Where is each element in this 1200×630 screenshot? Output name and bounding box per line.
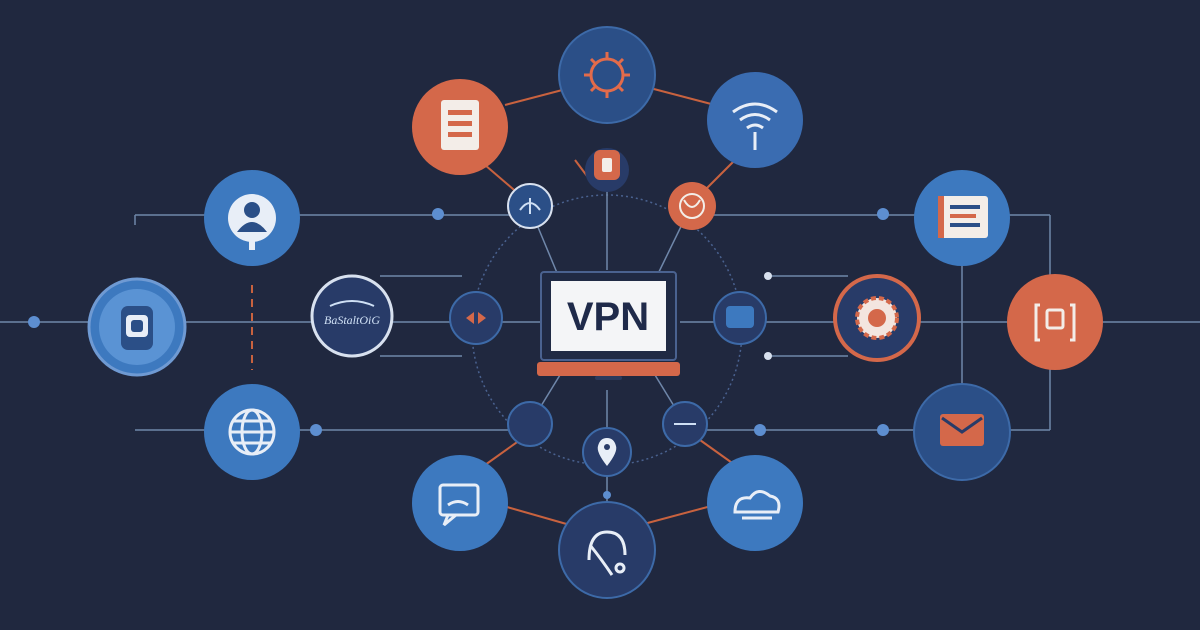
headset-icon [587, 530, 627, 576]
report-icon [938, 196, 988, 238]
scan-icon [1034, 303, 1076, 342]
laptop-screen [551, 281, 666, 351]
lower-right-inner-node[interactable] [662, 401, 708, 447]
logo-badge: BaStaltOiG [324, 300, 380, 327]
network-icon [679, 193, 705, 219]
dot [432, 208, 444, 220]
orange-link-2 [649, 87, 716, 106]
dot [764, 352, 772, 360]
laptop-base [537, 362, 680, 376]
location-node[interactable] [582, 427, 632, 477]
phishing-icon [519, 198, 541, 214]
dot [877, 424, 889, 436]
link-icon [466, 312, 486, 324]
orange-link-8 [699, 439, 736, 466]
wifi-node[interactable] [707, 72, 803, 168]
dot [764, 272, 772, 280]
server-icon [726, 306, 754, 328]
wifi-icon [732, 102, 778, 150]
mobile-node[interactable] [87, 277, 187, 377]
laptop-trackpad [595, 376, 622, 380]
small-white-dots [764, 272, 772, 360]
mail-node[interactable] [913, 383, 1011, 481]
chat-node[interactable] [412, 455, 508, 551]
location-pin-icon [597, 438, 617, 466]
globe-icon [228, 408, 276, 456]
dot [310, 424, 322, 436]
orange-link-1 [504, 87, 571, 106]
cloud-icon [733, 490, 781, 520]
right-inner-node[interactable] [713, 291, 767, 345]
badge-node[interactable]: BaStaltOiG [310, 274, 394, 358]
phone-icon [121, 306, 153, 350]
dot [877, 208, 889, 220]
virus-node[interactable] [558, 26, 656, 124]
dot [28, 316, 40, 328]
left-inner-node[interactable] [449, 291, 503, 345]
scan-node[interactable] [1007, 274, 1103, 370]
cloud-node[interactable] [707, 455, 803, 551]
globe-small-node[interactable] [668, 182, 716, 230]
gear-icon [855, 296, 899, 340]
shield-node[interactable] [585, 148, 629, 192]
orange-link-6 [639, 504, 716, 526]
globe-node[interactable] [204, 384, 300, 480]
document-icon [441, 100, 479, 150]
virus-icon [584, 52, 630, 98]
lower-left-inner-node[interactable] [507, 401, 553, 447]
vpn-title: VPN [567, 295, 649, 339]
badge-label: BaStaltOiG [324, 313, 380, 327]
user-icon [228, 194, 276, 250]
user-node[interactable] [204, 170, 300, 266]
report-node[interactable] [914, 170, 1010, 266]
settings-node[interactable] [833, 274, 921, 362]
chat-bubble-icon [438, 483, 480, 527]
headset-node[interactable] [558, 501, 656, 599]
orange-link-7 [484, 439, 521, 466]
envelope-icon [940, 414, 984, 446]
orange-link-5 [499, 504, 571, 526]
fish-node[interactable] [507, 183, 553, 229]
dot [754, 424, 766, 436]
document-node[interactable] [412, 79, 508, 175]
vpn-laptop: VPN [537, 271, 680, 380]
dot [603, 491, 611, 499]
